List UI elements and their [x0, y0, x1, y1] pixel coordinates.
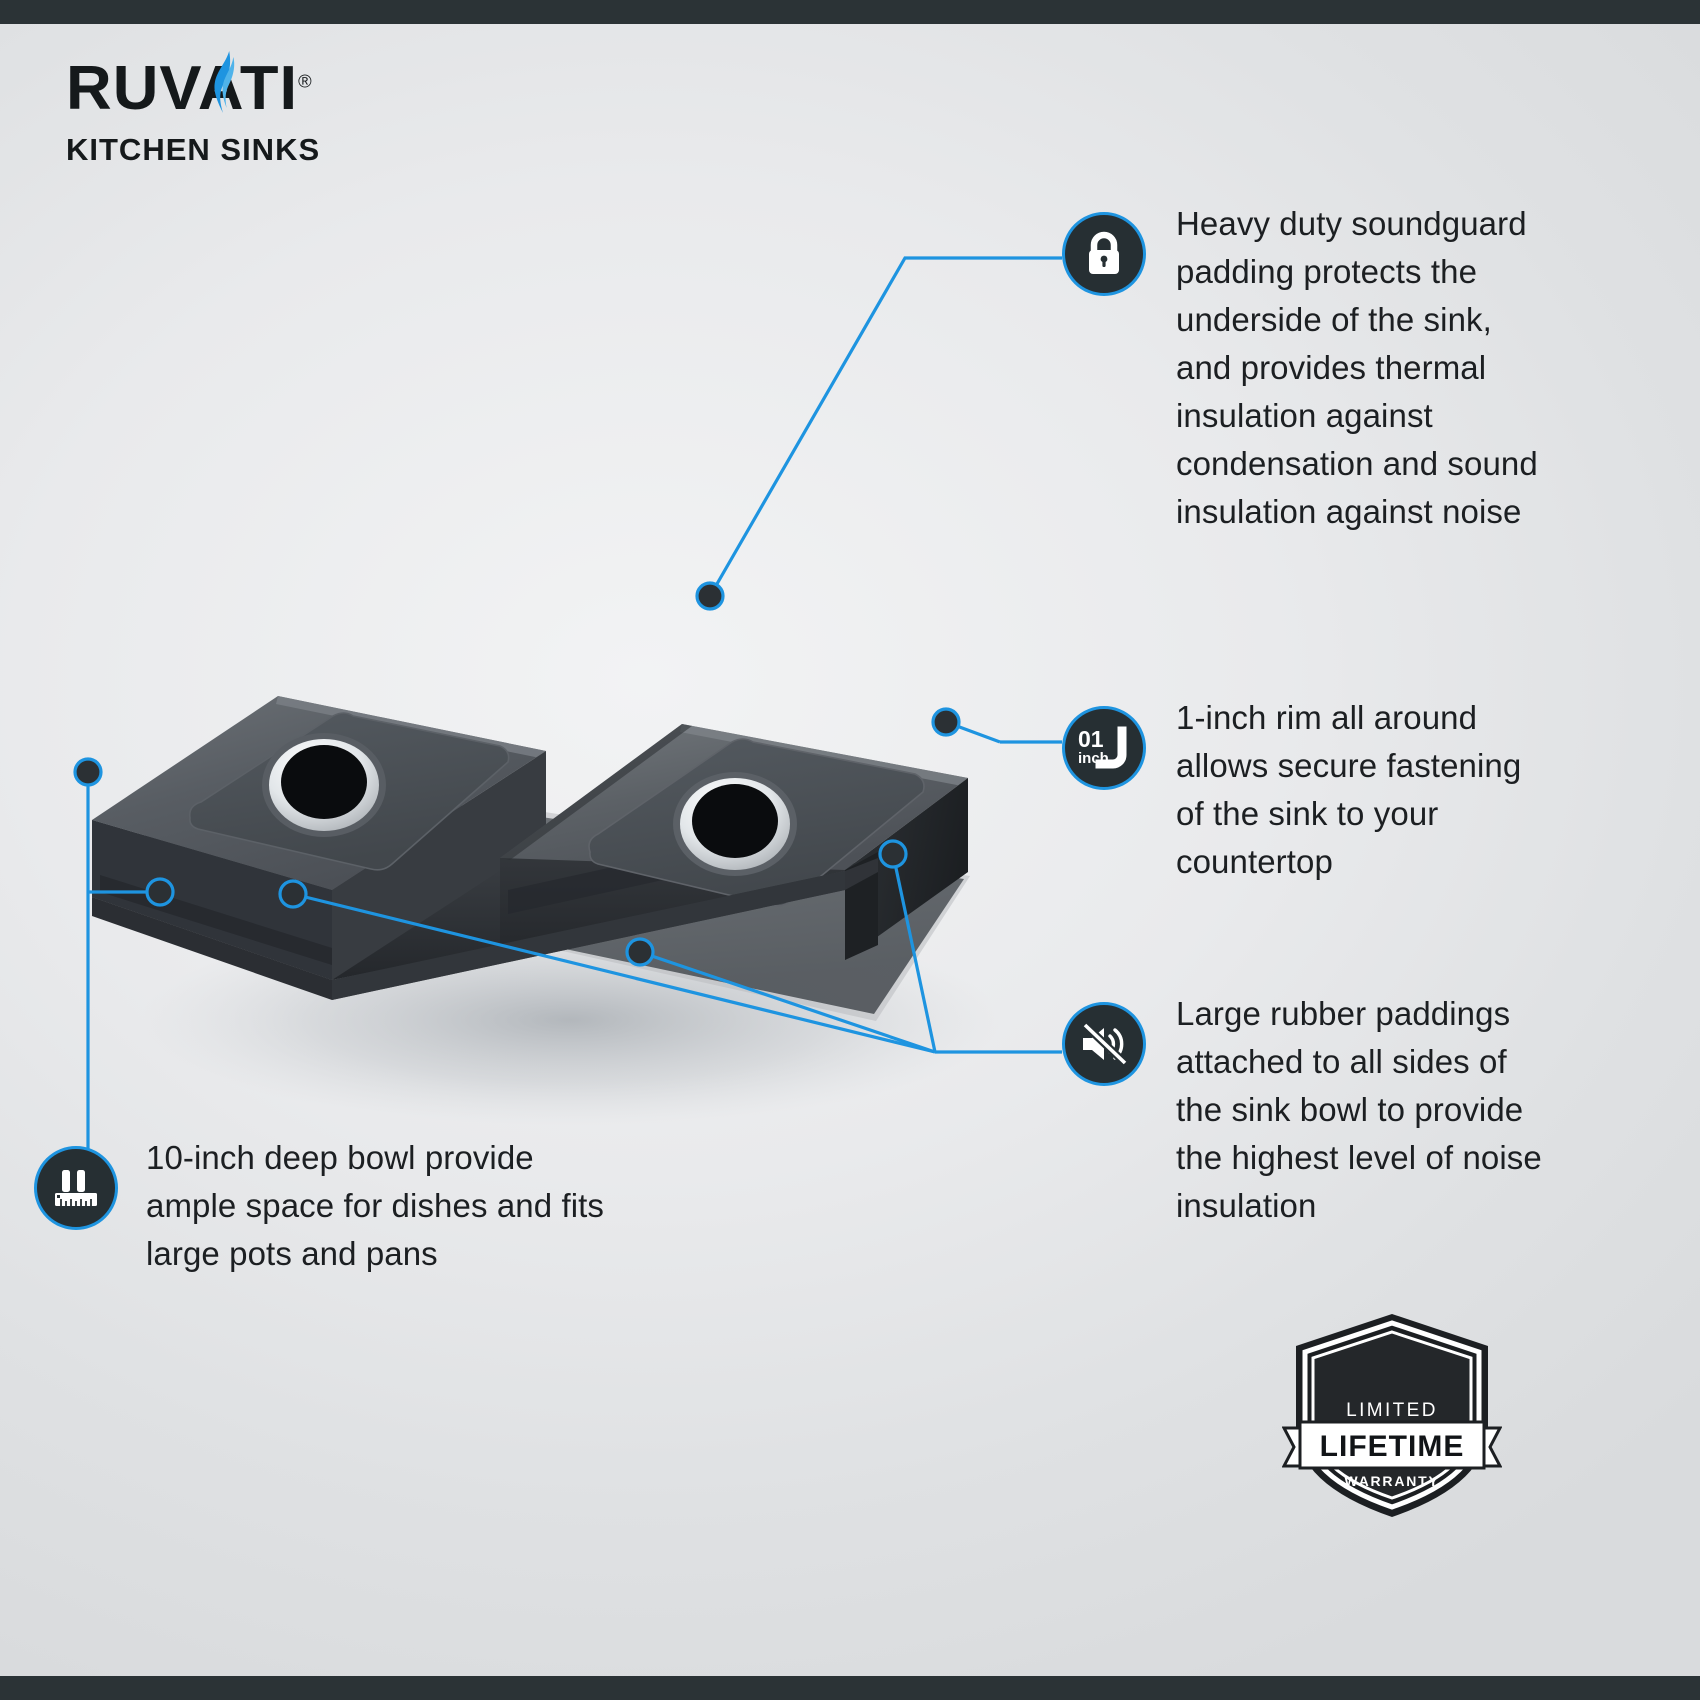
- callout-badge-soundguard[interactable]: [1062, 212, 1146, 296]
- bottom-frame-bar: [0, 1676, 1700, 1700]
- depth-ruler-icon: [55, 1170, 97, 1206]
- drain-opening-left: [262, 733, 386, 837]
- callout-depth[interactable]: 10-inch deep bowl provide ample space fo…: [34, 1139, 616, 1278]
- registered-trademark-symbol: ®: [298, 71, 313, 92]
- drain-opening-right: [673, 772, 797, 876]
- warranty-line-lifetime: LIFETIME: [1320, 1430, 1465, 1463]
- brand-wordmark-text: RUVATI: [66, 54, 299, 123]
- lock-icon: [1089, 231, 1119, 274]
- mute-speaker-icon: [1082, 1022, 1128, 1066]
- limited-lifetime-warranty-badge: LIMITED LIFETIME WARRANTY: [1282, 1314, 1502, 1517]
- brand-wordmark: RUVATI®: [66, 51, 325, 120]
- brand-tagline: KITCHEN SINKS: [66, 132, 321, 167]
- warranty-ribbon: LIFETIME: [1282, 1420, 1502, 1470]
- warranty-line-warranty: WARRANTY: [1344, 1473, 1439, 1489]
- callout-badge-rubber[interactable]: [1062, 1002, 1146, 1086]
- callout-text-depth: 10-inch deep bowl provide ample space fo…: [146, 1139, 605, 1272]
- callout-badge-rim[interactable]: 01 inch: [1062, 706, 1146, 790]
- rim-icon-number: 01: [1078, 726, 1104, 752]
- brand-logo: RUVATI® KITCHEN SINKS: [66, 51, 321, 168]
- callout-soundguard[interactable]: Heavy duty soundguard padding protects t…: [1062, 205, 1546, 536]
- one-inch-rim-icon: 01 inch: [1078, 726, 1127, 769]
- callout-text-soundguard: Heavy duty soundguard padding protects t…: [1176, 205, 1538, 530]
- callout-badge-depth[interactable]: [34, 1146, 118, 1230]
- callout-text-rubber: Large rubber paddings attached to all si…: [1176, 995, 1542, 1224]
- top-frame-bar: [0, 0, 1700, 24]
- callout-rubber[interactable]: Large rubber paddings attached to all si…: [1062, 995, 1546, 1230]
- callout-text-rim: 1-inch rim all around allows secure fast…: [1176, 699, 1522, 880]
- warranty-line-limited: LIMITED: [1346, 1400, 1438, 1421]
- callout-rim[interactable]: 01 inch 1-inch rim all around allows sec…: [1062, 699, 1546, 886]
- product-image-sink-underside: [92, 696, 1000, 1125]
